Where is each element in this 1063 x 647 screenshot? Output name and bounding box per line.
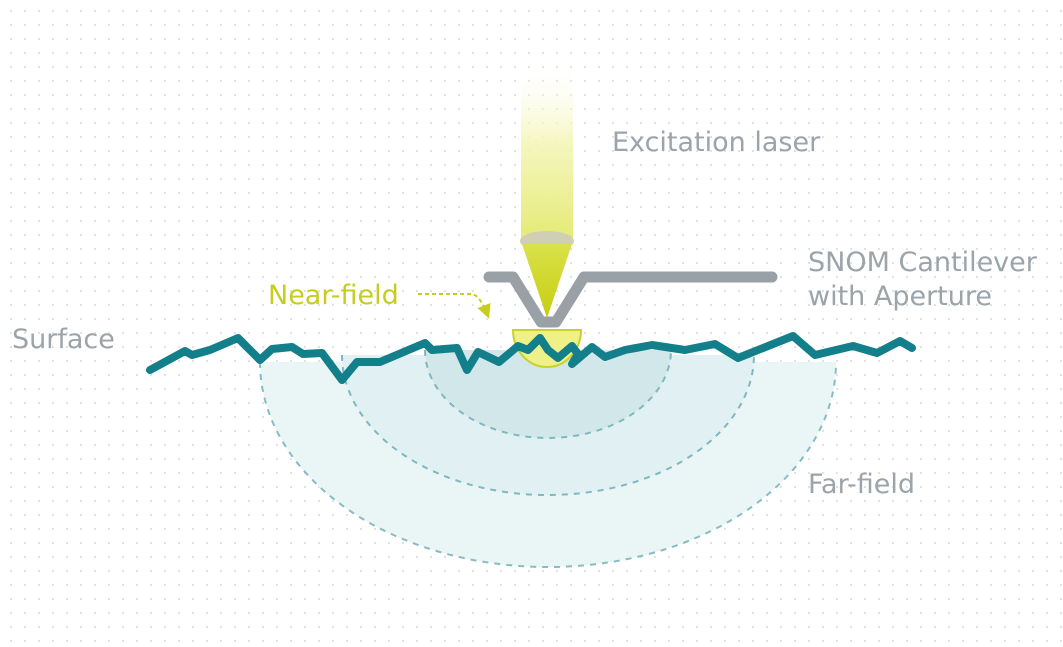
cantilever-label-line1: SNOM Cantilever — [808, 247, 1038, 278]
snom-cantilever — [483, 271, 778, 328]
far-field-inner-zone — [425, 350, 671, 438]
laser-beam — [521, 60, 573, 242]
far-field-inner-boundary — [424, 349, 672, 439]
near-field-label: Near-field — [268, 280, 399, 311]
cantilever-label-line2: with Aperture — [808, 281, 992, 312]
laser-cone — [522, 244, 572, 318]
far-field-outer-boundary — [259, 361, 837, 568]
far-field-label: Far-field — [808, 469, 915, 500]
surface-line — [146, 332, 916, 384]
excitation-laser-label: Excitation laser — [612, 127, 821, 158]
near-field-arrow — [418, 293, 491, 319]
surface-label: Surface — [12, 324, 115, 355]
